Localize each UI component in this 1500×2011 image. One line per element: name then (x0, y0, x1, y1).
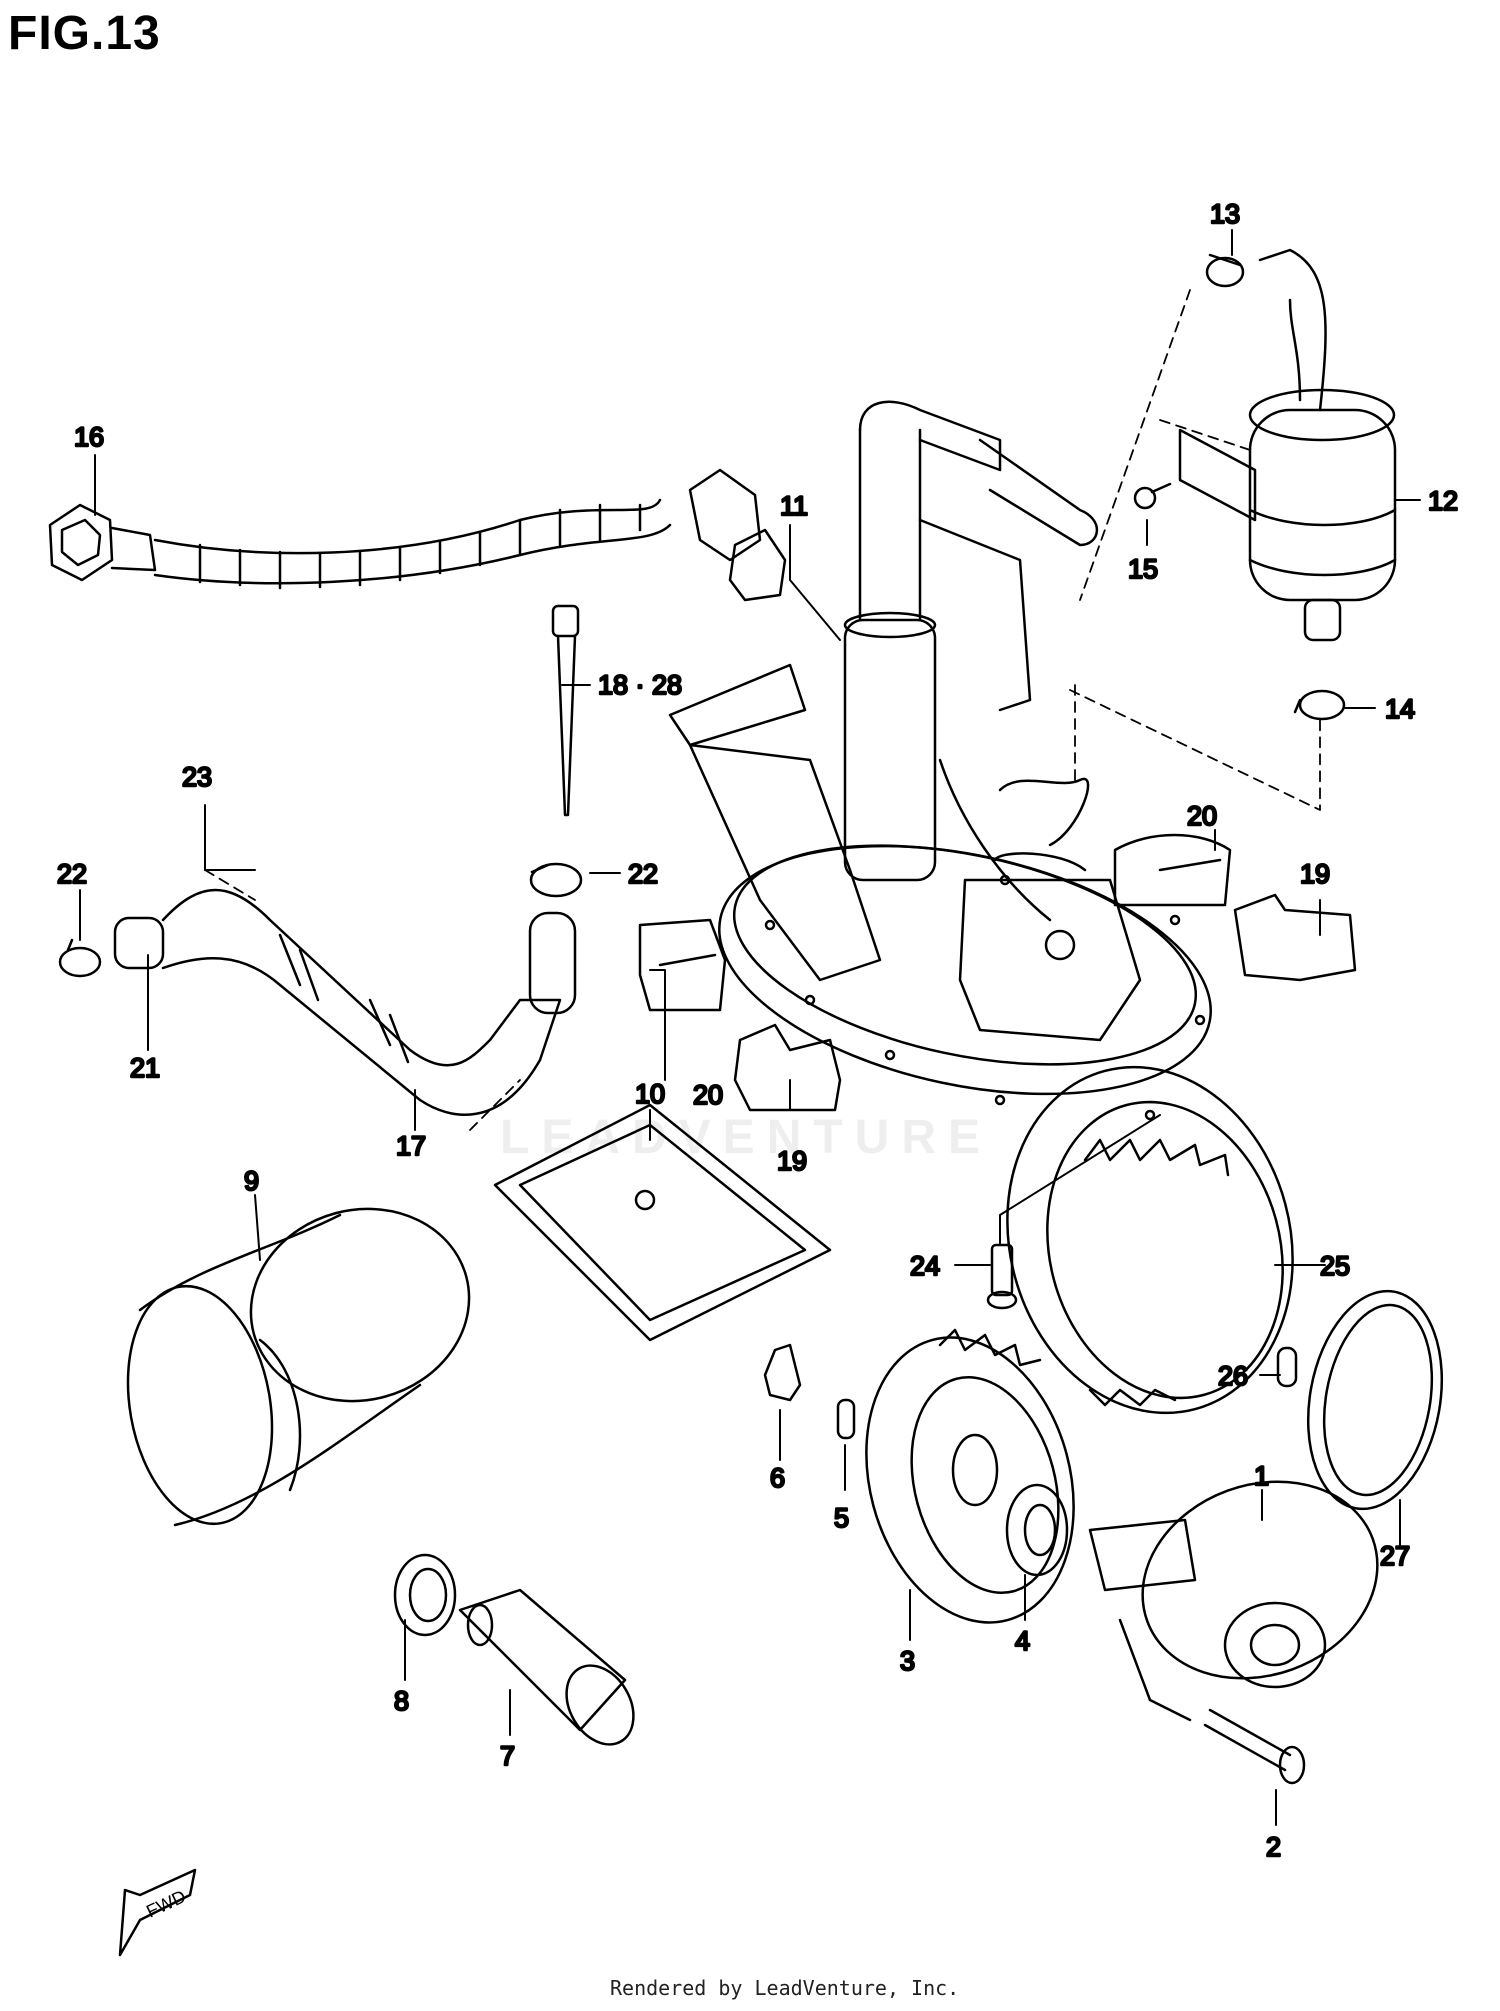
hose-clamp-22-left[interactable] (58, 938, 102, 978)
label-12: 12 (1428, 486, 1458, 516)
pin-26[interactable] (1276, 1346, 1298, 1388)
label-20-right: 20 (1187, 801, 1217, 831)
cushion-20-left[interactable] (638, 918, 727, 1012)
clip-6[interactable] (763, 1343, 802, 1402)
cushion-19-right[interactable] (1233, 893, 1357, 982)
label-19-left: 19 (777, 1146, 807, 1176)
bolt-24[interactable] (986, 1243, 1018, 1310)
fuel-filter-12[interactable] (1178, 248, 1397, 642)
leader-lines (79, 229, 1421, 1826)
hose-clamp-13[interactable] (1205, 253, 1245, 288)
screw-15[interactable] (1133, 482, 1172, 510)
hose-clamp-14[interactable] (1293, 689, 1346, 721)
forward-arrow-icon (118, 1868, 197, 1957)
label-10: 10 (635, 1079, 665, 1109)
label-4: 4 (1015, 1626, 1030, 1656)
label-9: 9 (244, 1166, 259, 1196)
label-1: 1 (1254, 1461, 1269, 1491)
washer-8[interactable] (393, 1553, 457, 1637)
label-14: 14 (1385, 694, 1415, 724)
oil-filter-9[interactable] (110, 1185, 491, 1536)
label-6: 6 (770, 1463, 785, 1493)
label-23: 23 (182, 762, 212, 792)
label-20-left: 20 (693, 1080, 723, 1110)
label-17: 17 (396, 1131, 426, 1161)
cushion-20-right[interactable] (1113, 833, 1232, 907)
pin-5[interactable] (836, 1398, 856, 1440)
footer-credit: Rendered by LeadVenture, Inc. (610, 1976, 960, 2000)
label-26: 26 (1218, 1361, 1248, 1391)
watermark-text: LEADVENTURE (500, 1111, 993, 1164)
label-22-right: 22 (628, 859, 658, 889)
hose-clamp-22-right[interactable] (529, 862, 583, 898)
label-19-right: 19 (1300, 859, 1330, 889)
label-13: 13 (1210, 199, 1240, 229)
label-21: 21 (130, 1053, 160, 1083)
label-15: 15 (1128, 554, 1158, 584)
oil-pump-1[interactable] (1088, 1450, 1405, 1722)
label-22-left: 22 (57, 859, 87, 889)
label-11: 11 (780, 491, 808, 521)
label-8: 8 (394, 1686, 409, 1716)
fuel-pump-assembly-11[interactable] (668, 400, 1233, 1135)
cable-tie-18-28[interactable] (551, 604, 580, 817)
label-18-28: 18 · 28 (598, 670, 682, 700)
figure-title: FIG.13 (8, 7, 161, 60)
label-2: 2 (1266, 1832, 1281, 1862)
dashed-connection-lines (204, 289, 1321, 1131)
washer-4[interactable] (1005, 1483, 1069, 1577)
wiring-harness-16[interactable] (48, 468, 787, 602)
label-27: 27 (1380, 1541, 1410, 1571)
label-7: 7 (500, 1741, 515, 1771)
circlip-27[interactable] (1292, 1280, 1458, 1519)
label-5: 5 (834, 1503, 849, 1533)
gasket-10[interactable] (493, 1103, 832, 1342)
driven-gear-25[interactable] (969, 1035, 1330, 1446)
label-25: 25 (1320, 1251, 1350, 1281)
fuel-hose-17[interactable] (113, 888, 577, 1116)
label-3: 3 (900, 1646, 915, 1676)
screw-2[interactable] (1203, 1708, 1306, 1785)
label-24: 24 (910, 1251, 940, 1281)
cushion-19-left[interactable] (733, 1023, 842, 1112)
label-16: 16 (74, 422, 104, 452)
oil-pump-gear-3[interactable] (836, 1314, 1104, 1646)
relief-valve-7[interactable] (458, 1588, 647, 1756)
